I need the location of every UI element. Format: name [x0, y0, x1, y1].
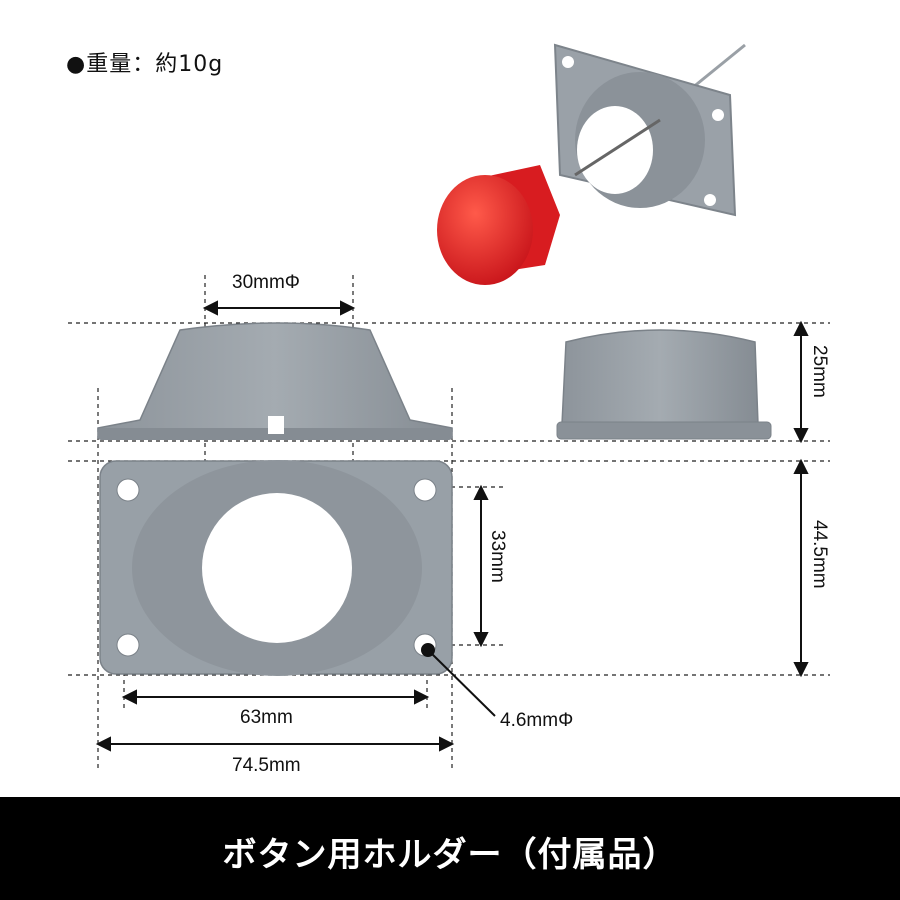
- mounting-hole-diameter-label: 4.6mmΦ: [500, 710, 574, 731]
- total-height-label: 44.5mm: [809, 520, 830, 589]
- photo-button-cap: [437, 175, 533, 285]
- dimension-arrows: [95, 300, 809, 752]
- side-view: [556, 329, 772, 440]
- top-view-opening: [202, 493, 352, 643]
- button-diameter-label: 30mmΦ: [232, 272, 300, 293]
- product-photo: [437, 43, 746, 285]
- hole-spacing-vertical-label: 33mm: [487, 530, 508, 583]
- front-view: [97, 322, 453, 440]
- total-width-label: 74.5mm: [232, 755, 301, 776]
- top-view: [99, 460, 453, 676]
- footer-title: ボタン用ホルダー（付属品）: [222, 835, 678, 875]
- footer-banner: ボタン用ホルダー（付属品）: [0, 797, 900, 900]
- hole-spacing-horizontal-label: 63mm: [240, 707, 293, 728]
- height-label: 25mm: [809, 345, 830, 398]
- weight-label: ●重量：約10g: [66, 52, 224, 77]
